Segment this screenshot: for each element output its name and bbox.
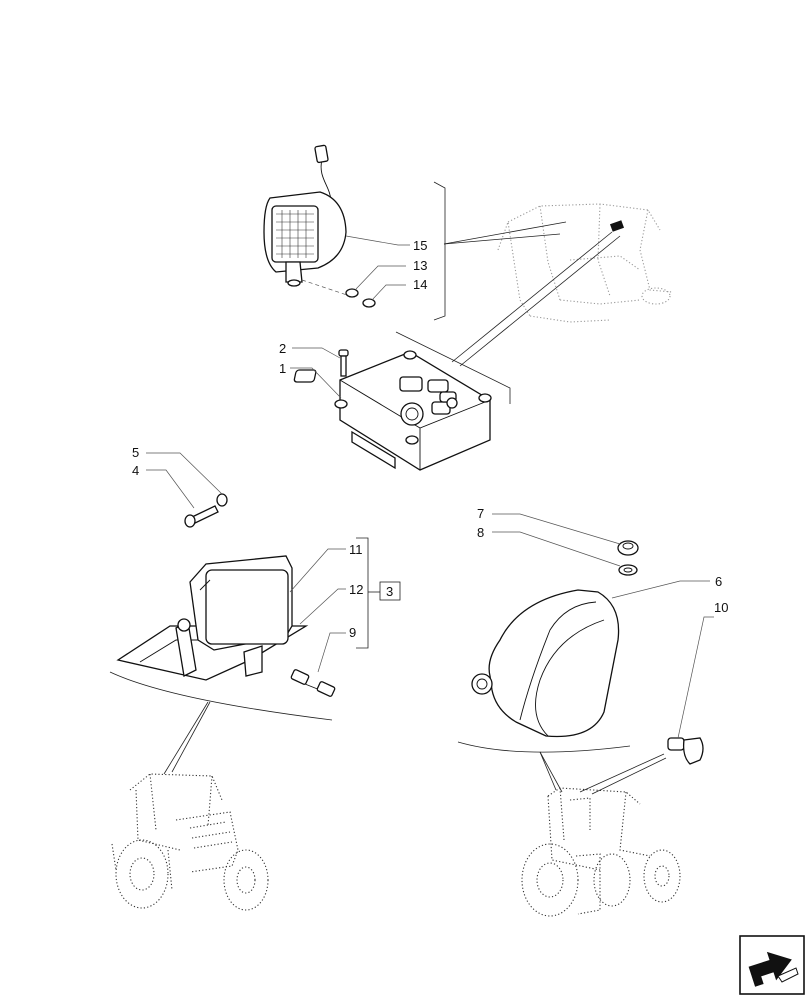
grommet-7 xyxy=(617,540,639,556)
leader-lines xyxy=(146,235,714,739)
callout-3: 3 xyxy=(386,584,393,599)
washer-8 xyxy=(618,564,638,576)
callout-8: 8 xyxy=(477,525,484,540)
callout-15: 15 xyxy=(413,238,427,253)
washer-5 xyxy=(216,493,228,507)
callout-1: 1 xyxy=(279,361,286,376)
cab-reference-view xyxy=(433,181,673,323)
beacon-light-6 xyxy=(471,589,620,738)
work-light-assembly xyxy=(263,144,351,297)
callout-11: 11 xyxy=(349,542,363,557)
switch-panel-assembly xyxy=(293,331,511,471)
next-page-arrow-icon[interactable] xyxy=(739,935,805,995)
tractor-right-reference xyxy=(457,741,681,917)
tractor-left-reference xyxy=(109,671,333,911)
bolt-2 xyxy=(338,349,349,377)
washer-14 xyxy=(362,298,376,308)
callout-2: 2 xyxy=(279,341,286,356)
switch-10 xyxy=(667,737,704,765)
connector-9 xyxy=(290,669,336,697)
callout-13: 13 xyxy=(413,258,427,273)
callout-5: 5 xyxy=(132,445,139,460)
callout-7: 7 xyxy=(477,506,484,521)
callout-4: 4 xyxy=(132,463,139,478)
nut-13 xyxy=(345,288,359,298)
callout-14: 14 xyxy=(413,277,427,292)
lamp-bracket-assembly xyxy=(116,555,309,681)
callout-10: 10 xyxy=(714,600,728,615)
callout-6: 6 xyxy=(715,574,722,589)
callout-numbers: 15 13 14 2 1 5 4 11 12 9 3 7 8 6 10 xyxy=(132,238,728,640)
callout-12: 12 xyxy=(349,582,363,597)
callout-9: 9 xyxy=(349,625,356,640)
bolt-4 xyxy=(184,505,219,528)
